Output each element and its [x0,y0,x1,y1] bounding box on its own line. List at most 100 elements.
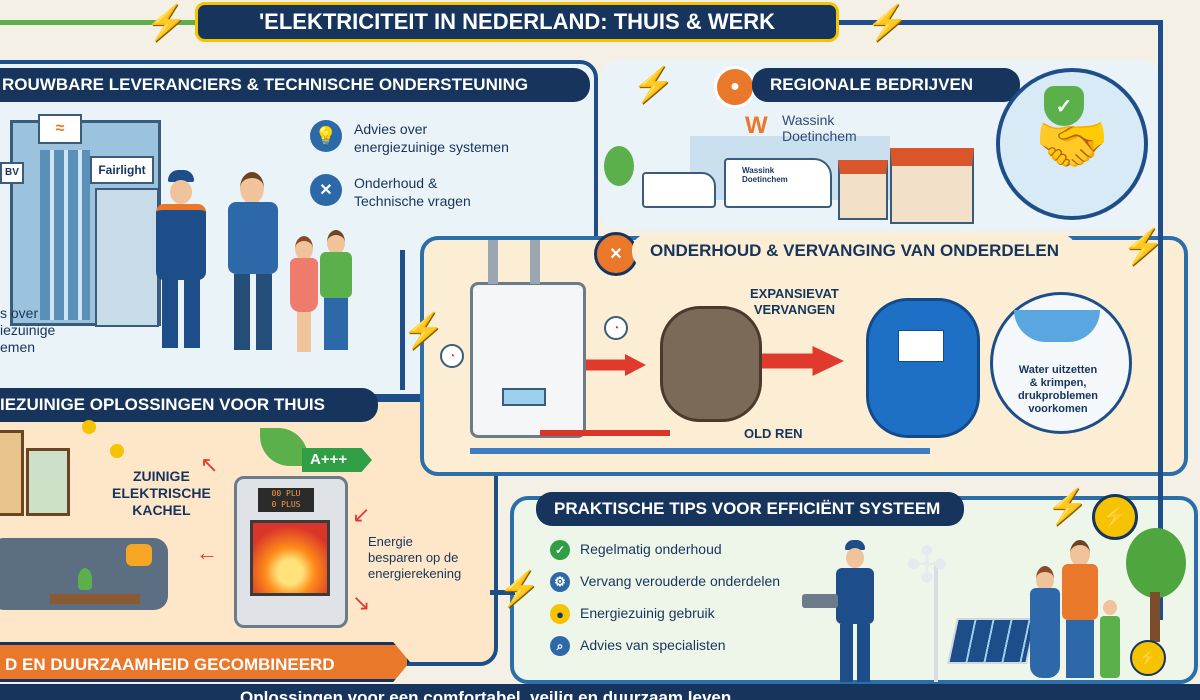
family-figure [1028,566,1062,680]
magnifier-icon: ⌕ [550,636,570,656]
heater-label: ZUINIGE ELEKTRISCHE KACHEL [112,468,211,518]
maintenance-heading: ONDERHOUD & VERVANGING VAN ONDERDELEN [632,234,1076,268]
tip-item: Regelmatig onderhoud [580,541,722,557]
lightning-icon: ⚡ [145,4,188,42]
tools-icon: ✕ [594,232,638,276]
circuit-wire [400,250,405,390]
wind-turbine [934,562,938,682]
tree-icon [1126,528,1186,598]
lightning-icon: ⚡ [1046,488,1089,526]
circuit-wire [1158,20,1163,620]
shield-check-icon: ✓ [1044,86,1084,126]
lightbulb-icon: 💡 [310,120,342,152]
boiler-unit [470,282,586,438]
check-circle-icon: ✓ [550,540,570,560]
child-figure [318,230,354,354]
office-building-windows [40,150,90,320]
tree-icon [604,146,634,186]
page-title-text: 'ELEKTRICITEIT IN NEDERLAND: THUIS & WER… [258,9,776,34]
maintenance-heading-text: ONDERHOUD & VERVANGING VAN ONDERDELEN [650,241,1059,260]
supplier-item-maintenance: Onderhoud & Technische vragen [354,175,471,209]
child-figure [1098,600,1122,680]
house-icon [838,160,888,220]
building-sign-small: BV [0,162,24,184]
energy-label-badge: A+++ [302,448,372,472]
tips-heading-text: PRAKTISCHE TIPS VOOR EFFICIËNT SYSTEEM [554,499,941,518]
pressure-callout-text: Water uitzetten & krimpen, drukproblemen… [1017,364,1099,415]
expansion-vessel-label: EXPANSIEVAT VERVANGEN [750,286,839,317]
wall-picture [26,448,70,516]
suppliers-heading-text: ROUWBARE LEVERANCIERS & TECHNISCHE ONDER… [2,75,529,94]
technician-figure [832,540,878,686]
lightning-icon: ⚡ [498,570,541,608]
van-label: Wassink Doetinchem [742,166,788,184]
vessel-label-sticker [898,330,944,362]
footer-bar: Oplossingen voor een comfortabel, veilig… [0,684,1200,700]
building-logo-sign: ≈ [38,114,82,144]
regional-heading-text: REGIONALE BEDRIJVEN [770,75,974,94]
plug-icon: ⚡ [1130,640,1166,676]
tips-heading: PRAKTISCHE TIPS VOOR EFFICIËNT SYSTEEM [536,492,964,526]
family-figure [1060,540,1100,680]
drill-tool [802,594,838,608]
boiler-pipes [530,240,540,284]
lightning-icon: ⚡ [402,312,445,350]
cold-pipe [470,448,930,454]
boiler-display [502,388,546,406]
tip-item: Advies van specialisten [580,637,726,653]
circuit-wire [490,590,515,595]
lightning-icon: ⚡ [1122,228,1165,266]
tree-trunk [1150,592,1160,642]
sustainability-banner: D EN DUURZAAMHEID GECOMBINEERD [0,642,410,682]
lightning-icon: ⚡ [632,66,675,104]
pendant-lamp-icon [82,420,96,434]
circuit-wire [830,20,1160,25]
tip-item: Vervang verouderde onderdelen [580,573,781,589]
supplier-item-advice: Advies over energiezuinige systemen [354,121,509,155]
home-heading: IEZUINIGE OPLOSSINGEN VOOR THUIS [0,388,378,422]
house-icon [890,148,974,224]
supplier-advice-text: s over iezuinige emen [0,305,56,355]
pressure-gauge-icon: ◔ [604,316,628,340]
building-sign: Fairlight [90,156,154,184]
lightbulb-icon: ● [550,604,570,624]
flame-icon [250,520,330,596]
heat-arrows: ↘ [352,590,371,615]
wrench-screwdriver-icon: ✕ [310,174,342,206]
water-wave-icon [1014,310,1100,342]
company-logo-icon: W [745,112,768,139]
solar-panel [947,618,1037,664]
lightning-icon: ⚡ [866,4,909,42]
regional-heading: REGIONALE BEDRIJVEN [752,68,1020,102]
hot-pipe [540,430,670,436]
heat-arrows: ↙ [352,502,371,527]
handshake-icon: 🤝 [996,68,1148,220]
child-figure [288,236,320,354]
coffee-table [50,594,140,604]
wind-turbine-blades: ✣ [906,537,948,593]
pendant-lamp-icon [110,444,124,458]
arrow-right-icon [586,354,646,376]
delivery-van [642,172,716,208]
heat-arrows: ↖ [200,452,219,477]
delivery-van [724,158,832,208]
old-vessel-label: OLD REN [744,426,803,441]
lightning-badge-icon: ⚡ [1092,494,1138,540]
suppliers-heading: ROUWBARE LEVERANCIERS & TECHNISCHE ONDER… [0,68,590,102]
side-building [95,188,159,327]
new-expansion-vessel [866,298,980,438]
company-name: Wassink Doetinchem [782,112,857,144]
technician-figure [150,170,210,355]
footer-text: Oplossingen voor een comfortabel, veilig… [240,688,732,700]
energy-savings-text: Energie besparen op de energierekening [368,534,462,581]
heater-display: 00 PLU 0 PLUS [258,488,314,512]
page-title: 'ELEKTRICITEIT IN NEDERLAND: THUIS & WER… [195,2,839,42]
boiler-pipes [488,240,498,284]
gear-icon: ⚙ [550,572,570,592]
tip-item: Energiezuinig gebruik [580,605,715,621]
wall-picture [0,430,24,516]
plant-icon [78,568,92,590]
map-pin-icon: ● [714,66,756,108]
old-expansion-vessel [660,306,762,422]
customer-figure [222,168,282,356]
